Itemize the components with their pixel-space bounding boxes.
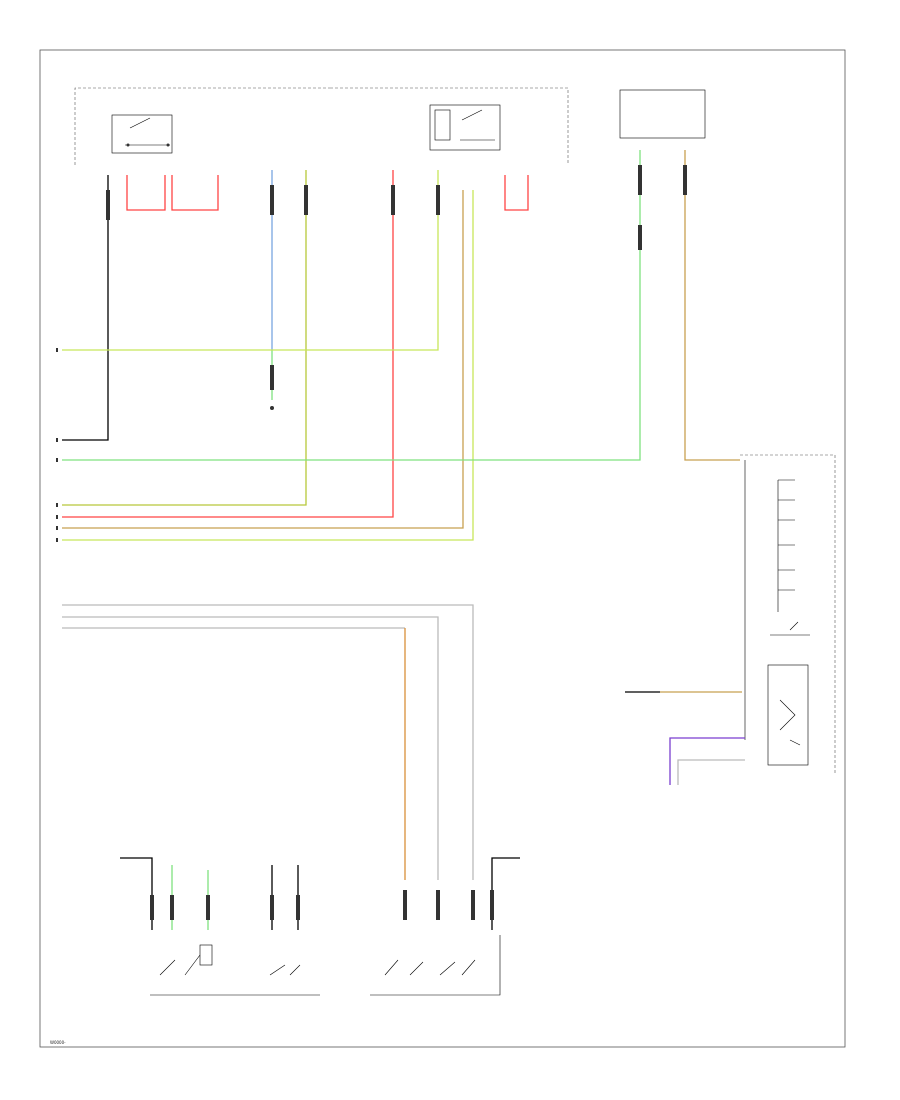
bus-marker (56, 503, 58, 507)
connector (150, 895, 154, 920)
light-green-wire (62, 190, 474, 541)
black-wire (62, 175, 109, 441)
connector (490, 890, 494, 920)
light-green-wire (62, 170, 439, 351)
left-relay-terminal (166, 143, 170, 147)
bus-marker (56, 458, 58, 462)
connector (170, 895, 174, 920)
bus-marker (56, 515, 58, 519)
bus-marker (56, 438, 58, 442)
green-wire (62, 150, 641, 461)
gray-wire (62, 616, 439, 880)
switch-contacts (159, 954, 301, 976)
lower-switch (770, 621, 810, 636)
vertical-feeds (62, 150, 740, 541)
gray-wire (677, 759, 745, 785)
connector (106, 190, 110, 220)
middle-relay-switch (460, 109, 495, 141)
red-jumper-wire (126, 175, 166, 211)
right-module-outline (740, 454, 836, 775)
switch-coil (199, 944, 213, 966)
hot-at-all-times-bracket-left (74, 87, 330, 165)
connector (436, 890, 440, 920)
connector (638, 225, 642, 250)
gray-wire (62, 604, 474, 880)
switch-bank (778, 479, 795, 591)
bottom-right-switch-block (370, 857, 520, 996)
top-fuse-relay-area (74, 87, 706, 165)
right-side-module (740, 454, 836, 775)
red-jumper-wire (504, 175, 529, 211)
switch-contacts (384, 959, 476, 976)
connector (296, 895, 300, 920)
connector (206, 895, 210, 920)
bus-marker (56, 526, 58, 530)
connector (403, 890, 407, 920)
diagram-frame (39, 49, 846, 1048)
left-bus-markers (56, 348, 58, 542)
top-left-red-jumpers (126, 175, 529, 211)
middle-relay-coil (434, 109, 451, 141)
inline-connectors (106, 165, 687, 410)
lower-right-wires (625, 691, 745, 785)
lower-bus-wires (62, 604, 474, 880)
motor-assembly (767, 664, 809, 766)
motor-windings (779, 699, 801, 746)
ground-symbol (270, 406, 274, 410)
middle-relay-box (429, 104, 501, 151)
switch-block-edge (370, 935, 501, 996)
bus-marker (56, 348, 58, 352)
left-relay-box (111, 114, 173, 154)
left-relay-switch (125, 117, 170, 146)
diagram-code: W0000- (50, 1040, 66, 1045)
bus-marker (56, 538, 58, 542)
connector (270, 185, 274, 215)
right-module-box (619, 89, 706, 139)
red-jumper-wire (171, 175, 219, 211)
bottom-left-switch-block (120, 857, 320, 996)
red-wire (62, 170, 394, 518)
connector (304, 185, 308, 215)
connector (638, 165, 642, 195)
tan-wire (684, 150, 740, 461)
connector (391, 185, 395, 215)
tan-wire (62, 190, 464, 529)
connector (683, 165, 687, 195)
left-relay-terminal (126, 143, 130, 147)
connector (436, 185, 440, 215)
yellow-green-wire (62, 170, 307, 506)
purple-wire (669, 737, 745, 785)
connector (270, 365, 274, 390)
connector (270, 895, 274, 920)
connector (471, 890, 475, 920)
hot-at-all-times-bracket-right (500, 87, 569, 165)
